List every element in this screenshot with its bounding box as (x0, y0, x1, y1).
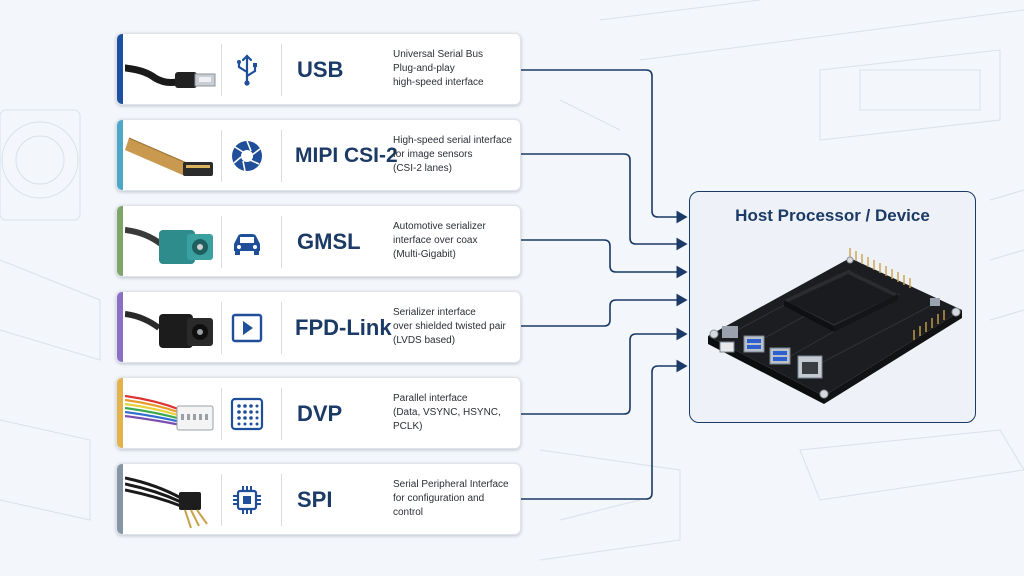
interface-card-spi: SPI Serial Peripheral Interface for conf… (116, 463, 521, 535)
card-accent-bar (117, 120, 123, 190)
pin-grid-icon (230, 397, 264, 431)
interface-title: MIPI CSI-2 (295, 144, 398, 167)
interface-description: Universal Serial Bus Plug-and-play high-… (393, 49, 484, 88)
ribbon-cable-image (125, 394, 214, 431)
card-accent-bar (117, 378, 123, 448)
flex-cable-image (125, 137, 213, 176)
connector-usb (521, 69, 688, 224)
fpd-link-connector-image (125, 311, 213, 348)
card-accent-bar (117, 34, 123, 104)
connector-mipi (521, 153, 688, 251)
interface-title: USB (297, 57, 344, 82)
interface-description: Serial Peripheral Interface for configur… (393, 479, 509, 518)
interface-title: GMSL (297, 229, 361, 254)
camera-aperture-icon (232, 140, 262, 172)
usb-icon (237, 54, 257, 86)
interface-description: Parallel interface (Data, VSYNC, HSYNC, … (393, 393, 501, 432)
fakra-connector-image (125, 227, 213, 264)
connector-fpdlink (521, 293, 688, 327)
interface-description: High-speed serial interface for image se… (393, 135, 512, 174)
card-accent-bar (117, 206, 123, 276)
connector-gmsl (521, 239, 688, 279)
interface-description: Automotive serializer interface over coa… (393, 221, 486, 260)
usb-cable-image (125, 64, 216, 88)
card-accent-bar (117, 464, 123, 534)
connector-dvp (521, 327, 688, 415)
interface-card-usb: USB Universal Serial Bus Plug-and-play h… (116, 33, 521, 105)
card-accent-bar (117, 292, 123, 362)
interface-card-dvp: DVP Parallel interface (Data, VSYNC, HSY… (116, 377, 521, 449)
host-title: Host Processor / Device (735, 206, 930, 225)
car-icon (234, 234, 260, 255)
host-processor-box: Host Processor / Device (689, 191, 976, 423)
interface-card-gmsl: GMSL Automotive serializer interface ove… (116, 205, 521, 277)
play-icon (231, 313, 263, 343)
interface-description: Serializer interface over shielded twist… (393, 307, 506, 346)
interface-title: DVP (297, 401, 343, 426)
interface-card-fpd-link: FPD-Link Serializer interface over shiel… (116, 291, 521, 363)
chip-icon (233, 486, 261, 514)
interface-card-mipi-csi2: MIPI CSI-2 High-speed serial interface f… (116, 119, 521, 191)
dev-board-image (708, 248, 962, 404)
jumper-wires-image (125, 476, 208, 529)
interface-title: SPI (297, 487, 333, 512)
interface-title: FPD-Link (295, 315, 392, 340)
connector-spi (521, 359, 688, 500)
